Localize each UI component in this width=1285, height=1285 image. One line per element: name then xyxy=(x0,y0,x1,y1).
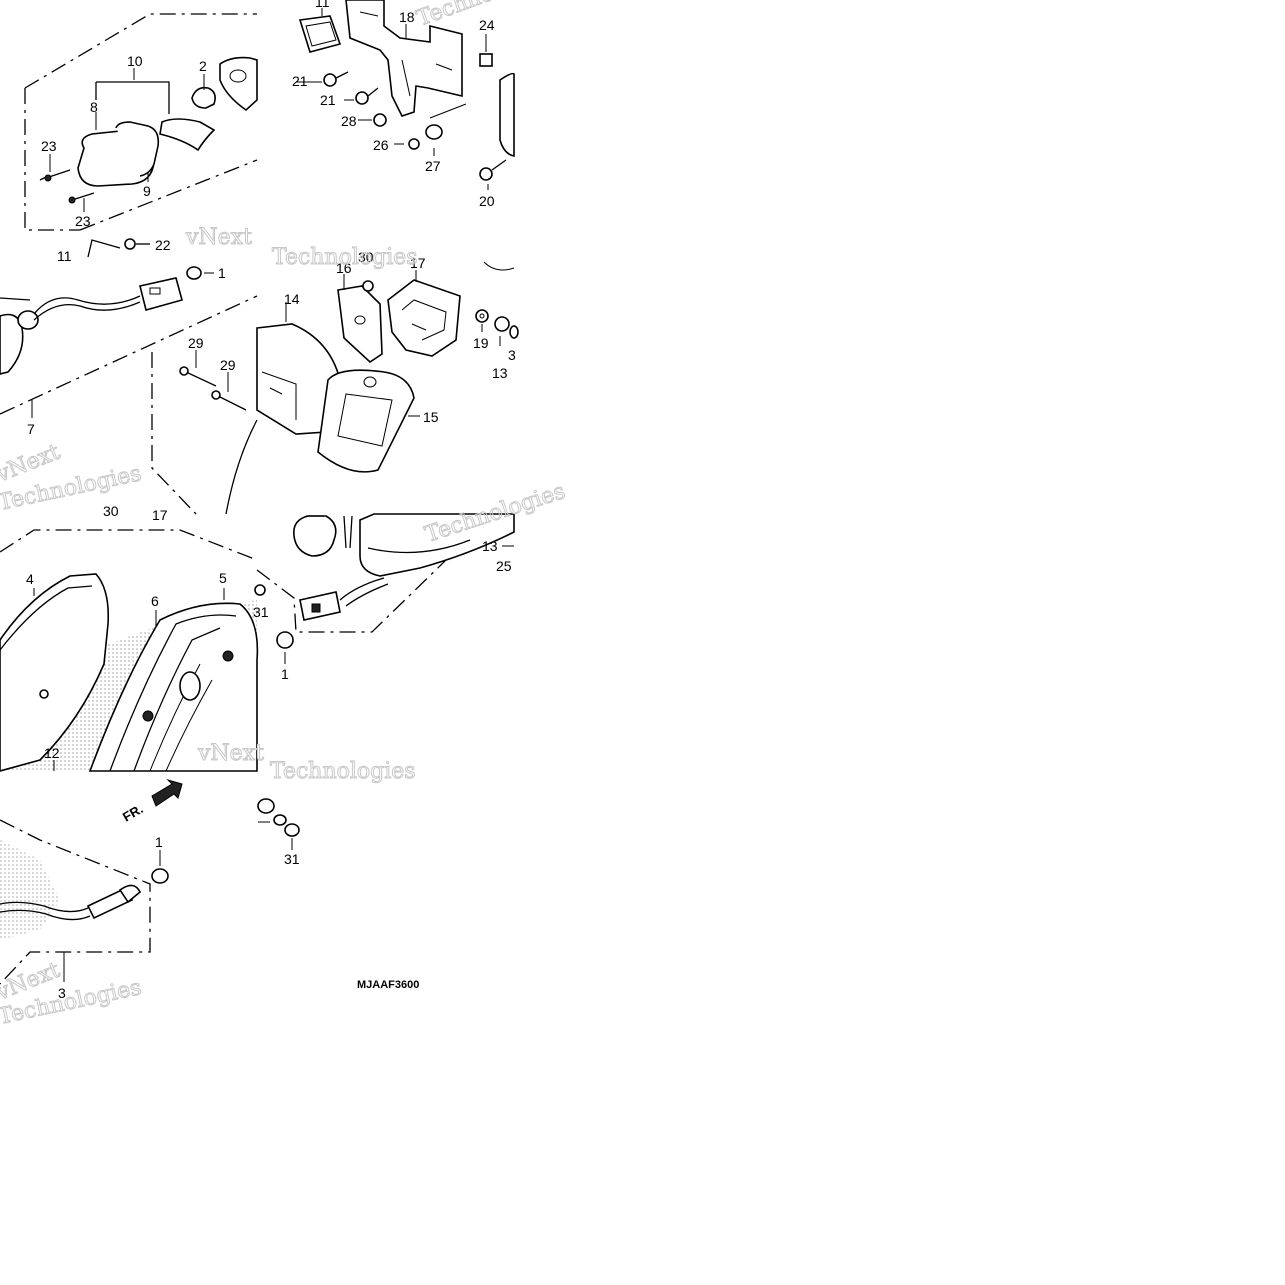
callout-12: 12 xyxy=(44,745,60,761)
tile-tail-light-bulb: 13 25 1 Technologies xyxy=(256,478,569,682)
watermark-text: Technologies xyxy=(272,245,418,270)
callout-28: 28 xyxy=(341,113,357,129)
tile-tail-light-lens: 4 5 6 31 12 vNext xyxy=(0,529,269,772)
tile-wire-harness: 11 1 29 29 7 30 17 vNext Technologies xyxy=(0,248,258,523)
diagram-reference-code: MJAAF3600 xyxy=(357,979,419,991)
callout-8: 8 xyxy=(90,99,98,115)
front-direction-label: FR. xyxy=(120,801,146,824)
callout-26: 26 xyxy=(373,137,389,153)
callout-11: 11 xyxy=(57,248,72,264)
callout-19: 19 xyxy=(473,335,489,351)
callout-31: 31 xyxy=(253,604,269,620)
callout-29: 29 xyxy=(188,335,204,351)
watermark-text: vNext xyxy=(185,225,252,250)
callout-13: 13 xyxy=(492,365,508,381)
callout-20: 20 xyxy=(479,193,495,209)
callout-14: 14 xyxy=(284,291,300,307)
callout-3: 3 xyxy=(508,347,516,363)
callout-1: 1 xyxy=(218,265,226,281)
callout-16: 16 xyxy=(336,260,352,276)
callout-9: 9 xyxy=(143,183,151,199)
callout-24: 24 xyxy=(479,17,495,33)
callout-13: 13 xyxy=(482,538,498,554)
callout-29: 29 xyxy=(220,357,236,373)
callout-25: 25 xyxy=(496,558,512,574)
callout-22: 22 xyxy=(155,237,171,253)
tile-license-bracket: 11 18 24 21 21 28 26 27 20 Technologies xyxy=(292,0,559,209)
callout-27: 27 xyxy=(425,158,441,174)
tile-nuts-and-code: 31 Technologies MJAAF3600 xyxy=(257,759,419,991)
callout-3: 3 xyxy=(58,985,66,1001)
watermark-text: Technologies xyxy=(270,759,416,784)
callout-23: 23 xyxy=(75,213,91,229)
front-direction-arrow: FR. xyxy=(120,778,183,825)
callout-10: 10 xyxy=(127,53,143,69)
callout-18: 18 xyxy=(399,9,415,25)
callout-6: 6 xyxy=(151,593,159,609)
watermark-text: vNext xyxy=(197,741,264,766)
callout-5: 5 xyxy=(219,570,227,586)
callout-15: 15 xyxy=(423,409,439,425)
callout-7: 7 xyxy=(27,421,35,437)
callout-31: 31 xyxy=(284,851,300,867)
callout-21: 21 xyxy=(320,92,336,108)
tile-tail-harness: FR. 1 3 vNext Technologies xyxy=(0,778,183,1030)
callout-17: 17 xyxy=(152,507,168,523)
callout-2: 2 xyxy=(199,58,207,74)
tile-license-cover: 16 30 17 14 15 19 3 13 Technologies xyxy=(225,245,519,515)
callout-11: 11 xyxy=(315,0,330,10)
callout-1: 1 xyxy=(281,666,289,682)
callout-21: 21 xyxy=(292,73,308,89)
callout-30: 30 xyxy=(103,503,119,519)
callout-30: 30 xyxy=(358,249,374,265)
callout-17: 17 xyxy=(410,255,426,271)
callout-4: 4 xyxy=(26,571,34,587)
tile-license-light: 10 2 8 23 9 23 22 vNext xyxy=(24,13,258,258)
callout-23: 23 xyxy=(41,138,57,154)
callout-1: 1 xyxy=(155,834,163,850)
